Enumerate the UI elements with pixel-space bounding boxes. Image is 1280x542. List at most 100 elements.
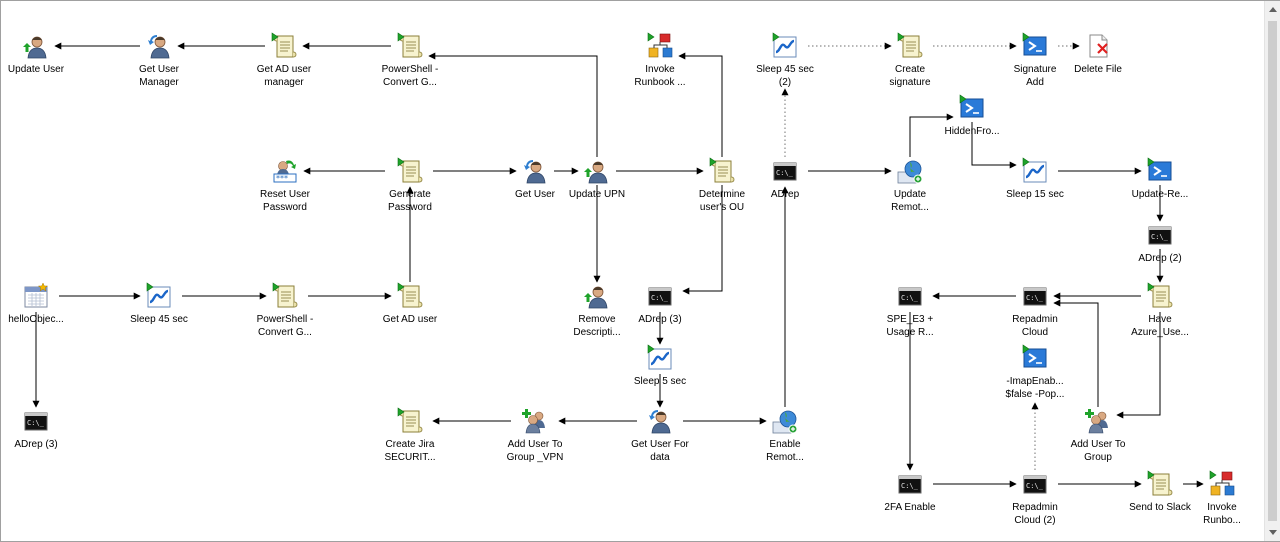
vertical-scrollbar[interactable] <box>1264 1 1280 541</box>
activity-ps-convert-2[interactable]: PowerShell - Convert G... <box>233 282 337 339</box>
activity-add-user-group[interactable]: Add User To Group <box>1046 408 1150 464</box>
activity-label: Signature Add <box>1013 64 1057 88</box>
link-have-azure-user-to-add-user-group[interactable] <box>1116 312 1161 419</box>
activity-label: Send to Slack <box>1129 502 1191 513</box>
script-icon <box>1147 470 1173 497</box>
activity-label: ADrep (3) <box>14 439 58 450</box>
scroll-down-arrow-icon[interactable] <box>1269 530 1277 535</box>
script-icon <box>397 407 423 434</box>
activity-imap-enable[interactable]: -ImapEnab... $false -Pop... <box>983 344 1087 401</box>
reset-password-icon: *** <box>272 158 298 184</box>
activity-label: Update Remot... <box>891 189 929 213</box>
console-icon: C:\_ <box>897 471 923 497</box>
console-icon: C:\_ <box>23 408 49 434</box>
activity-label: ADrep <box>770 189 800 200</box>
user-get-icon <box>522 158 548 184</box>
activity-have-azure-user[interactable]: Have Azure_Use... <box>1108 282 1212 339</box>
user-icon <box>584 158 610 184</box>
activity-label: Get User Manager <box>138 64 179 88</box>
svg-text:C:\_: C:\_ <box>1151 233 1169 241</box>
globe-icon <box>897 158 923 184</box>
activity-2fa-enable[interactable]: C:\_2FA Enable <box>858 471 962 515</box>
powershell-icon <box>1022 32 1048 59</box>
activity-label: Add User To Group <box>1070 439 1126 463</box>
activity-label: PowerShell - Convert G... <box>256 314 314 338</box>
runbook-icon <box>647 32 673 59</box>
activity-label: Sleep 45 sec <box>130 314 188 325</box>
activity-invoke-runbook-1[interactable]: Invoke Runbook ... <box>608 32 712 89</box>
script-icon <box>271 32 297 59</box>
activity-spe-e3[interactable]: C:\_ SPE_E3 + Usage R... <box>858 283 962 339</box>
activity-hidden-from[interactable]: HiddenFro... <box>920 94 1024 139</box>
activity-ps-convert-1[interactable]: PowerShell - Convert G... <box>358 32 462 89</box>
link-determine-ou-to-invoke-runbook-1[interactable] <box>678 52 723 157</box>
svg-text:C:\_: C:\_ <box>901 294 919 302</box>
activity-create-signature[interactable]: Create signature <box>858 32 962 89</box>
console-icon: C:\_ <box>1022 283 1048 309</box>
activity-label: SPE_E3 + Usage R... <box>886 314 934 338</box>
console-icon: C:\_ <box>772 158 798 184</box>
activity-adrep[interactable]: C:\_ ADrep <box>733 158 837 202</box>
script-icon <box>709 157 735 184</box>
activity-label: ADrep (3) <box>638 314 682 325</box>
activity-adrep-2[interactable]: C:\_ ADrep (2) <box>1108 222 1212 266</box>
activity-get-ad-user[interactable]: Get AD user <box>358 282 462 327</box>
link-determine-ou-to-adrep-3-mid[interactable] <box>682 185 723 295</box>
activity-reset-user-password[interactable]: ***Reset User Password <box>233 158 337 214</box>
user-icon <box>23 33 49 59</box>
powershell-icon <box>1147 157 1173 184</box>
link-add-user-group-to-repadmin-cloud[interactable] <box>1053 299 1099 407</box>
link-update-upn-to-ps-convert-1[interactable] <box>428 52 598 157</box>
activity-update-upn[interactable]: Update UPN <box>545 158 649 202</box>
activity-sleep-5[interactable]: Sleep 5 sec <box>608 344 712 389</box>
activity-get-user-for-data[interactable]: Get User For data <box>608 408 712 464</box>
activity-adrep-3-mid[interactable]: C:\_ADrep (3) <box>608 283 712 327</box>
activity-get-user-manager[interactable]: Get User Manager <box>107 33 211 89</box>
activity-generate-password[interactable]: Generate Password <box>358 157 462 214</box>
activity-label: ADrep (2) <box>1138 253 1182 264</box>
activity-label: Update User <box>7 64 65 75</box>
activity-invoke-runbook-2[interactable]: Invoke Runbo... <box>1170 470 1264 527</box>
activity-update-re[interactable]: Update-Re... <box>1108 157 1212 202</box>
activity-adrep-3-left[interactable]: C:\_ ADrep (3) <box>1 408 88 452</box>
activity-label: -ImapEnab... $false -Pop... <box>1005 376 1065 400</box>
activity-get-ad-user-manager[interactable]: Get AD user manager <box>232 32 336 89</box>
activity-create-jira[interactable]: Create Jira SECURIT... <box>358 407 462 464</box>
activity-repadmin-cloud[interactable]: C:\_ Repadmin Cloud <box>983 283 1087 339</box>
scroll-up-arrow-icon[interactable] <box>1269 7 1277 12</box>
activity-hello-object[interactable]: helloObjec... <box>1 282 88 327</box>
activity-repadmin-cloud-2[interactable]: C:\_Repadmin Cloud (2) <box>983 471 1087 527</box>
activity-add-user-vpn[interactable]: Add User To Group _VPN <box>483 408 587 464</box>
svg-text:C:\_: C:\_ <box>901 482 919 490</box>
group-add-icon <box>1085 408 1111 434</box>
activity-send-to-slack[interactable]: Send to Slack <box>1108 470 1212 515</box>
activity-enable-remote[interactable]: Enable Remot... <box>733 408 837 464</box>
activity-remove-description[interactable]: Remove Descripti... <box>545 283 649 339</box>
activity-sleep-45[interactable]: Sleep 45 sec <box>107 282 211 327</box>
powershell-icon <box>959 94 985 121</box>
user-get-icon <box>647 408 673 434</box>
link-update-remote-to-hidden-from[interactable] <box>909 113 954 157</box>
globe-icon <box>772 408 798 434</box>
activity-label: Repadmin Cloud (2) <box>1012 502 1058 526</box>
user-get-icon <box>146 33 172 59</box>
svg-text:C:\_: C:\_ <box>776 169 794 177</box>
activity-determine-ou[interactable]: Determine user's OU <box>670 157 774 214</box>
activity-get-user[interactable]: Get User <box>483 158 587 202</box>
console-icon: C:\_ <box>1147 222 1173 248</box>
scrollbar-thumb[interactable] <box>1268 21 1277 521</box>
activity-update-remote[interactable]: Update Remot... <box>858 158 962 214</box>
activity-signature-add[interactable]: Signature Add <box>983 32 1087 89</box>
script-icon <box>272 282 298 309</box>
svg-text:***: *** <box>276 174 288 183</box>
activity-label: Repadmin Cloud <box>1012 314 1058 338</box>
svg-text:C:\_: C:\_ <box>1026 294 1044 302</box>
activity-label: Invoke Runbook ... <box>634 64 686 88</box>
activity-delete-file[interactable]: Delete File <box>1046 33 1150 77</box>
link-hidden-from-to-sleep-15[interactable] <box>971 122 1017 169</box>
activity-sleep-45-2[interactable]: Sleep 45 sec (2) <box>733 32 837 89</box>
activity-sleep-15[interactable]: Sleep 15 sec <box>983 157 1087 202</box>
activity-update-user[interactable]: Update User <box>1 33 88 77</box>
